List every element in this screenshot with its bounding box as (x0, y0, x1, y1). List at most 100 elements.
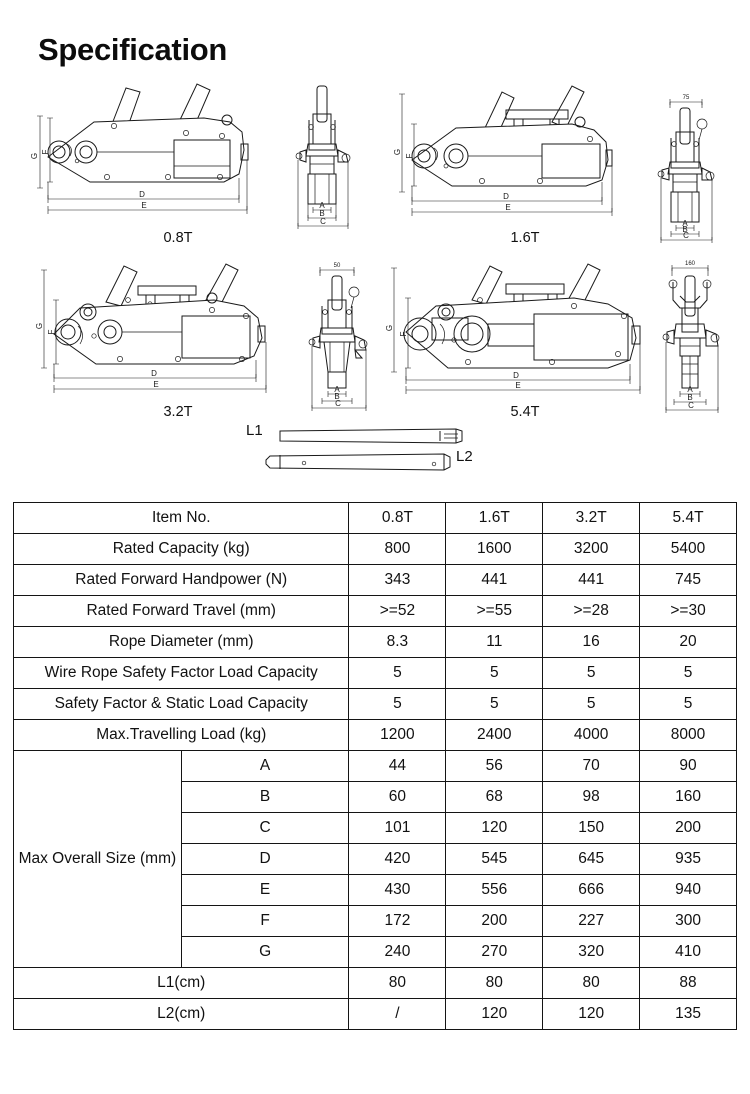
row-label: Rated Forward Travel (mm) (12, 595, 350, 627)
table-row-overall-size-c: C 101 120 150 200 (14, 812, 737, 844)
figure-3-2t-end-view: 50 (306, 254, 396, 412)
figure-caption-5-4t: 5.4T (510, 404, 540, 420)
figure-caption-3-2t: 3.2T (163, 404, 193, 420)
row-value: 135 (639, 998, 737, 1030)
row-value: 80 (445, 967, 544, 999)
row-value: 430 (348, 874, 447, 906)
row-label: Safety Factor & Static Load Capacity (12, 688, 350, 720)
dimension-letter: B (180, 781, 350, 813)
dim-label-d: D (503, 192, 509, 201)
row-value: 172 (348, 905, 447, 937)
row-value: 101 (348, 812, 447, 844)
dim-label-c: C (688, 401, 694, 410)
handle-label-l2: L2 (456, 448, 473, 465)
figure-caption-0-8t: 0.8T (163, 230, 193, 246)
dim-label-e: E (141, 201, 146, 210)
row-value: 5 (542, 657, 641, 689)
row-value: 20 (639, 626, 737, 658)
table-row: Max.Travelling Load (kg) 1200 2400 4000 … (12, 719, 737, 751)
handle-bars-group: L1 L2 (246, 422, 508, 482)
row-value: >=30 (639, 595, 737, 627)
row-value: 120 (542, 998, 641, 1030)
row-value: 745 (639, 564, 737, 596)
row-value: 227 (542, 905, 641, 937)
row-value: 56 (445, 750, 544, 782)
row-value: 160 (639, 781, 737, 813)
dim-label-a: A (682, 219, 688, 228)
row-label: L2(cm) (12, 998, 350, 1030)
table-row: Wire Rope Safety Factor Load Capacity 5 … (12, 657, 737, 689)
table-row-overall-size-a: Max Overall Size (mm) A 44 56 70 90 (13, 750, 737, 968)
row-value: 80 (348, 967, 447, 999)
row-value: 8000 (639, 719, 737, 751)
row-label: Max.Travelling Load (kg) (12, 719, 350, 751)
dim-label-f: F (47, 329, 56, 334)
dim-label-e: E (153, 380, 158, 389)
figure-1-6t-end-view: 75 (652, 80, 744, 243)
row-value: 150 (542, 812, 641, 844)
row-value: 68 (445, 781, 544, 813)
row-value: 320 (542, 936, 641, 968)
dimension-letter: A (180, 750, 350, 782)
dim-label-g: G (35, 323, 44, 329)
row-value: 44 (348, 750, 447, 782)
dim-label-b: B (682, 225, 687, 234)
dim-label-c: C (335, 399, 341, 408)
header-model-2: 3.2T (542, 502, 641, 534)
dimension-letter: E (180, 874, 350, 906)
table-row-header: Item No. 0.8T 1.6T 3.2T 5.4T (12, 502, 737, 534)
row-label: L1(cm) (12, 967, 350, 999)
dim-label-f: F (399, 331, 408, 336)
row-value: 5400 (639, 533, 737, 565)
dim-label-e: E (515, 381, 520, 390)
dim-label-b: B (334, 392, 339, 401)
figure-5-4t-side-view: G F D E (384, 256, 664, 406)
dim-label-d: D (513, 371, 519, 380)
dimension-letter: G (180, 936, 350, 968)
figure-1-6t-side-view: G F D E (393, 82, 644, 232)
dim-label-a: A (334, 385, 340, 394)
dim-label-e: E (505, 203, 510, 212)
table-body: Item No. 0.8T 1.6T 3.2T 5.4T Rated Capac… (12, 502, 737, 1030)
figure-5-4t-end-view: 160 (660, 252, 750, 413)
row-value: 270 (445, 936, 544, 968)
dim-label-b: B (687, 393, 692, 402)
table-row-overall-size-f: F 172 200 227 300 (14, 905, 737, 937)
page-title: Specification (38, 32, 228, 67)
row-value: 556 (445, 874, 544, 906)
dim-label-g: G (30, 153, 39, 159)
dim-label-b: B (319, 209, 324, 218)
header-model-1: 1.6T (445, 502, 544, 534)
dim-label-f: F (41, 149, 50, 154)
row-value: 940 (639, 874, 737, 906)
dim-label-d: D (151, 369, 157, 378)
row-value: 240 (348, 936, 447, 968)
row-value: 666 (542, 874, 641, 906)
handle-label-l1: L1 (246, 422, 263, 439)
figure-caption-1-6t: 1.6T (510, 230, 540, 246)
row-label: Rated Capacity (kg) (12, 533, 350, 565)
row-label: Rated Forward Handpower (N) (12, 564, 350, 596)
row-value: 90 (639, 750, 737, 782)
row-value: 3200 (542, 533, 641, 565)
row-value: 5 (542, 688, 641, 720)
row-value: 5 (445, 657, 544, 689)
row-value: / (348, 998, 447, 1030)
overall-size-label: Max Overall Size (mm) (13, 750, 182, 968)
row-value: 5 (445, 688, 544, 720)
row-value: 935 (639, 843, 737, 875)
header-model-3: 5.4T (639, 502, 737, 534)
row-value: 88 (639, 967, 737, 999)
row-value: 300 (639, 905, 737, 937)
table-row: Rope Diameter (mm) 8.3 11 16 20 (12, 626, 737, 658)
dim-label-d: D (139, 190, 145, 199)
figure-0-8t-end-view: A B C (292, 84, 382, 234)
table-row-overall-size-b: B 60 68 98 160 (14, 781, 737, 813)
header-model-0: 0.8T (348, 502, 447, 534)
dim-label-top: 160 (685, 261, 696, 267)
table-row-overall-size-d: D 420 545 645 935 (14, 843, 737, 875)
header-item-label: Item No. (12, 502, 350, 534)
row-value: 120 (445, 812, 544, 844)
dim-label-c: C (320, 217, 326, 226)
specification-table: Item No. 0.8T 1.6T 3.2T 5.4T Rated Capac… (12, 502, 737, 1030)
